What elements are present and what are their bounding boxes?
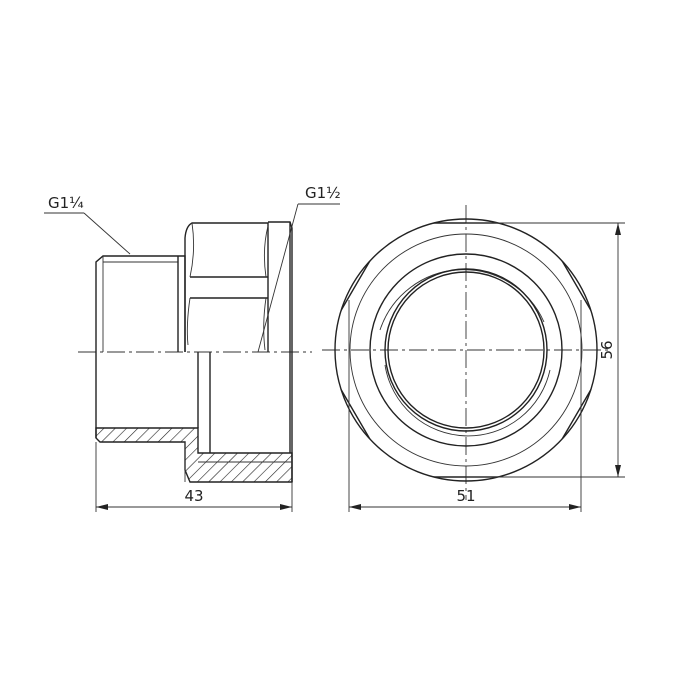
front-view <box>322 205 612 500</box>
height-value: 56 <box>598 340 616 359</box>
collar <box>268 221 293 352</box>
thread-callout-female: G1½ <box>257 184 341 353</box>
bore <box>387 271 545 429</box>
dimension-height: 56 <box>466 222 625 478</box>
width-value: 51 <box>456 487 475 505</box>
length-value: 43 <box>184 487 203 505</box>
thread-callout-male: G1¼ <box>44 194 131 255</box>
bore-ring-outer <box>369 253 563 447</box>
female-thread-label: G1½ <box>305 184 341 202</box>
section-hatch <box>95 427 293 483</box>
dimension-width: 51 <box>348 300 582 512</box>
dimension-length: 43 <box>95 442 293 512</box>
male-thread-outline <box>95 255 186 352</box>
side-view <box>78 221 312 483</box>
outer-circle <box>334 218 598 482</box>
hex-body <box>184 222 269 352</box>
bore-ring <box>384 268 548 432</box>
male-thread-label: G1¼ <box>48 194 84 212</box>
